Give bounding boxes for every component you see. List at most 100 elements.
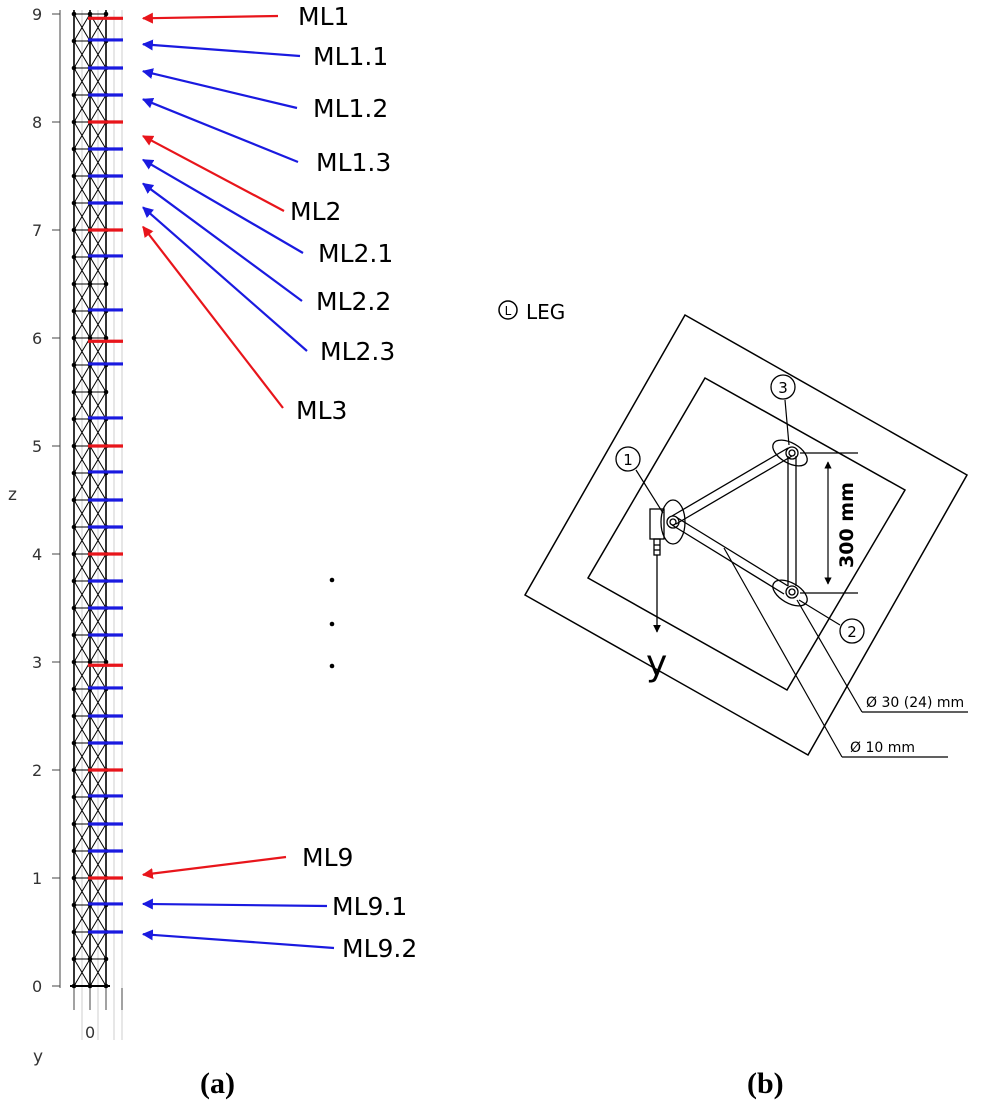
z-tick-label: 8 <box>32 113 42 132</box>
tower-node <box>71 524 77 530</box>
tower-brace <box>73 175 91 204</box>
tower-brace <box>73 337 91 366</box>
tower-node <box>71 119 77 125</box>
tower-brace <box>89 121 107 150</box>
tower-brace <box>73 256 91 285</box>
z-tick-label: 5 <box>32 437 42 456</box>
tower-brace <box>73 769 91 798</box>
tower-brace <box>73 715 91 744</box>
tower-node <box>71 740 77 746</box>
dimension-300mm <box>800 452 858 594</box>
tower-brace <box>73 445 91 474</box>
caption-a: (a) <box>200 1067 235 1100</box>
tower-node <box>87 11 93 17</box>
callout-label: ML2.1 <box>318 239 393 268</box>
tower-brace <box>89 40 107 69</box>
z-axis-label: z <box>8 485 17 505</box>
tower-brace <box>89 94 107 123</box>
tower-brace <box>73 40 91 69</box>
tower-brace <box>89 715 107 744</box>
tower-node <box>71 470 77 476</box>
tower-brace <box>73 796 91 825</box>
tower-brace <box>89 472 107 501</box>
tower-node <box>87 956 93 962</box>
tower-brace <box>73 310 91 339</box>
node-label-2: 2 <box>798 599 865 644</box>
tower-brace <box>73 688 91 717</box>
triangle-frame <box>671 447 797 595</box>
tower-node <box>103 335 109 341</box>
callout-arrow <box>141 855 287 879</box>
leg-label: LEG <box>526 300 565 324</box>
tower-brace <box>89 67 107 96</box>
tower-node <box>71 821 77 827</box>
tower-brace <box>73 13 91 42</box>
callout-label: ML1.1 <box>313 42 388 71</box>
tower-brace <box>73 364 91 393</box>
outer-diameter-text: Ø 30 (24) mm <box>866 695 964 711</box>
callout-label: ML1.3 <box>316 148 391 177</box>
tower-node <box>71 605 77 611</box>
y-axis-tick-0: 0 <box>85 1023 95 1042</box>
tower-brace <box>73 499 91 528</box>
tower-brace <box>73 121 91 150</box>
callout-arrow <box>142 206 308 352</box>
callout-label: ML3 <box>296 396 347 425</box>
callout-arrow <box>141 97 299 164</box>
joint-3 <box>772 439 808 467</box>
tower-node <box>71 578 77 584</box>
tower-brace <box>73 67 91 96</box>
callout-arrow <box>142 158 304 254</box>
tower-brace <box>89 904 107 933</box>
tower-node <box>71 929 77 935</box>
tower-brace <box>89 823 107 852</box>
tower-brace <box>89 580 107 609</box>
tower-node <box>71 632 77 638</box>
callout-arrow <box>141 898 328 910</box>
z-tick-label: 7 <box>32 221 42 240</box>
sensor <box>649 508 665 556</box>
tower-brace <box>89 310 107 339</box>
callout-label: ML2.2 <box>316 287 391 316</box>
callout-label: ML2.3 <box>320 337 395 366</box>
tower-brace <box>89 931 107 960</box>
tower-brace <box>89 634 107 663</box>
tower-brace <box>73 148 91 177</box>
z-tick-label: 6 <box>32 329 42 348</box>
tower-brace <box>89 796 107 825</box>
tower-node <box>71 281 77 287</box>
node-label-3: 3 <box>770 374 796 446</box>
tower-node <box>71 362 77 368</box>
tower-brace <box>73 742 91 771</box>
tower-node <box>87 659 93 665</box>
joint-2 <box>772 579 808 607</box>
tower-brace <box>73 877 91 906</box>
tower-brace <box>73 850 91 879</box>
node-2-text: 2 <box>847 623 857 641</box>
tower-brace <box>73 283 91 312</box>
tower-node <box>71 497 77 503</box>
tower-brace <box>89 958 107 987</box>
tower-node <box>103 389 109 395</box>
tower-node <box>71 848 77 854</box>
joint-1 <box>660 499 686 545</box>
tower-brace <box>89 499 107 528</box>
tower-node <box>71 875 77 881</box>
tower-brace <box>89 688 107 717</box>
tower-node <box>71 659 77 665</box>
tower-brace <box>73 931 91 960</box>
z-tick-label: 2 <box>32 761 42 780</box>
tower-node <box>71 92 77 98</box>
tower-brace <box>73 904 91 933</box>
callout-arrow <box>142 225 284 409</box>
tower-brace <box>73 634 91 663</box>
tower-brace <box>89 364 107 393</box>
tower-brace <box>73 472 91 501</box>
tower-brace <box>89 850 107 879</box>
tower-brace <box>89 445 107 474</box>
leg-badge-circle <box>498 300 518 320</box>
tower-node <box>71 686 77 692</box>
callout-label: ML9.1 <box>332 892 407 921</box>
